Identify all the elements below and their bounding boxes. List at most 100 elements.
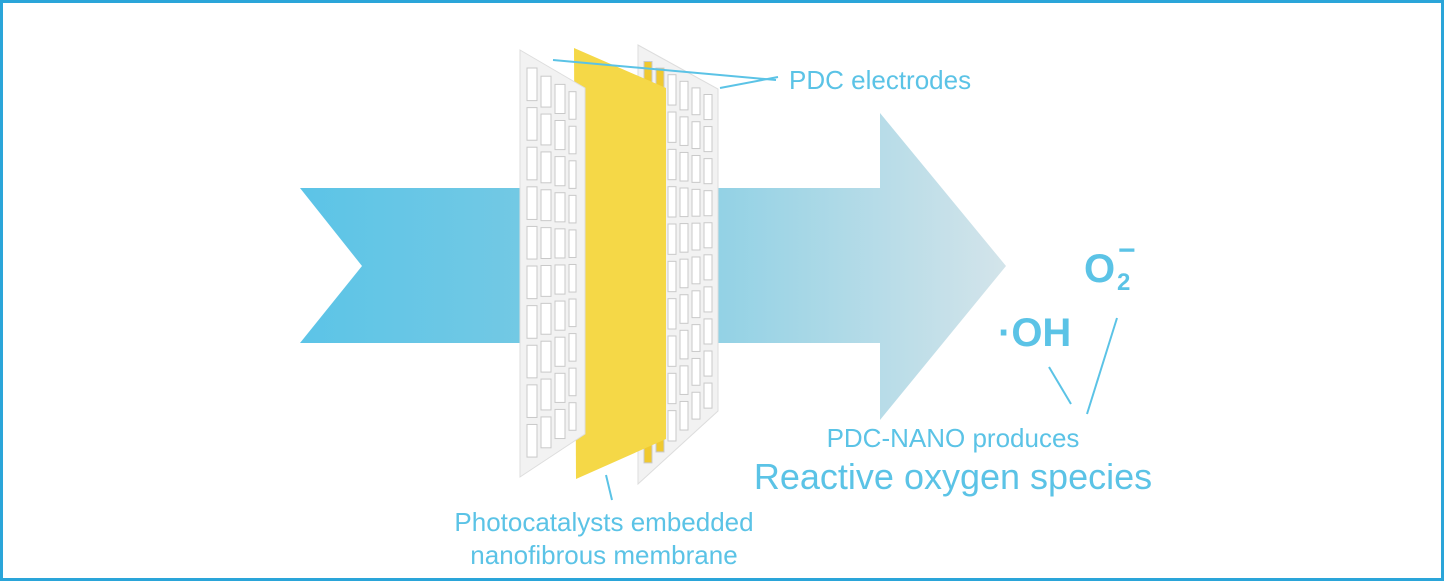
electrode-window <box>703 158 713 185</box>
electrode-window <box>526 344 538 379</box>
leader-lines <box>552 59 1118 501</box>
electrode-window <box>554 156 566 187</box>
electrode-window <box>568 160 577 189</box>
electrode-window <box>679 329 689 360</box>
electrode-window <box>679 187 689 218</box>
electrode-window <box>679 116 689 146</box>
electrode-window <box>691 188 701 217</box>
electrode-window <box>667 410 677 442</box>
superoxide-base: O <box>1084 247 1115 291</box>
electrode-window <box>554 300 566 331</box>
electrode-window <box>540 378 552 411</box>
electrode-window <box>540 416 552 449</box>
electrode-window <box>691 357 701 386</box>
electrode-leader-1 <box>552 59 777 81</box>
electrode-window <box>691 290 701 319</box>
electrode-window <box>554 228 566 259</box>
electrode-window <box>554 372 566 403</box>
electrode-window <box>568 194 577 224</box>
electrode-window <box>568 402 577 431</box>
electrode-window <box>568 298 577 328</box>
electrode-window <box>667 223 677 255</box>
electrode-window <box>691 256 701 285</box>
electrode-window <box>667 111 677 143</box>
electrode-window <box>568 333 577 362</box>
electrode-window <box>540 75 552 108</box>
electrode-window <box>526 265 538 300</box>
electrode-window <box>679 151 689 182</box>
electrode-window <box>554 408 566 440</box>
front-electrode <box>519 49 586 478</box>
electrode-window <box>526 423 538 458</box>
electrode-window <box>679 400 689 431</box>
electrodes-label: PDC electrodes <box>789 65 971 95</box>
electrode-window <box>667 298 677 330</box>
membrane-leader <box>605 474 613 501</box>
electrode-window <box>679 365 689 395</box>
electrode-window <box>554 83 566 114</box>
electrode-window <box>691 87 701 116</box>
electrode-window <box>703 254 713 281</box>
electrode-window <box>703 382 713 409</box>
electrode-window <box>679 223 689 253</box>
hydroxyl-radical: ·OH <box>998 311 1071 355</box>
electrode-window <box>667 148 677 181</box>
superoxide-leader <box>1086 317 1118 415</box>
membrane-label-line1: Photocatalysts embedded <box>454 507 753 537</box>
electrode-window <box>679 258 689 289</box>
produces-label: PDC-NANO produces <box>827 423 1080 453</box>
electrode-window <box>568 229 577 258</box>
electrode-window <box>568 263 577 293</box>
electrode-window <box>667 335 677 367</box>
electrode-window <box>540 151 552 184</box>
electrode-window <box>568 367 577 397</box>
electrode-window <box>667 372 677 405</box>
membrane-label-line2: nanofibrous membrane <box>470 540 737 570</box>
electrode-window <box>540 265 552 297</box>
electrode-window <box>554 336 566 367</box>
electrode-window <box>691 324 701 352</box>
electrode-window <box>691 222 701 251</box>
electrode-window <box>703 350 713 377</box>
electrode-window <box>703 94 713 121</box>
electrode-window <box>691 121 701 150</box>
electrode-window <box>691 391 701 420</box>
electrode-window <box>540 340 552 373</box>
electrode-window <box>554 120 566 151</box>
electrode-window <box>526 225 538 260</box>
electrode-window <box>667 186 677 218</box>
electrode-window <box>540 302 552 335</box>
electrode-leader-2 <box>719 76 779 89</box>
electrode-window <box>703 318 713 345</box>
electrode-window <box>703 286 713 313</box>
electrode-window <box>703 126 713 153</box>
electrode-window <box>540 227 552 259</box>
electrode-window <box>526 305 538 339</box>
ros-label: Reactive oxygen species <box>754 456 1152 497</box>
superoxide-subscript: 2 <box>1117 269 1130 296</box>
electrode-window <box>703 222 713 249</box>
electrode-window <box>526 384 538 418</box>
electrode-window <box>691 155 701 183</box>
electrode-window <box>554 264 566 295</box>
electrode-window <box>540 113 552 146</box>
superoxide-radical: O 2 − <box>1084 234 1136 296</box>
electrode-window <box>540 189 552 222</box>
hydroxyl-leader <box>1048 366 1072 405</box>
electrode-window <box>526 146 538 181</box>
electrode-window <box>667 260 677 293</box>
electrode-window <box>554 192 566 223</box>
electrode-window <box>667 74 677 106</box>
electrode-window <box>568 125 577 155</box>
electrode-window <box>526 186 538 220</box>
electrode-window <box>526 107 538 141</box>
electrode-window <box>679 294 689 324</box>
electrode-window <box>703 190 713 217</box>
superoxide-charge: − <box>1118 234 1136 267</box>
electrode-window <box>679 80 689 111</box>
electrode-window <box>568 91 577 120</box>
photocatalyst-membrane <box>574 48 666 479</box>
electrode-window <box>526 67 538 102</box>
